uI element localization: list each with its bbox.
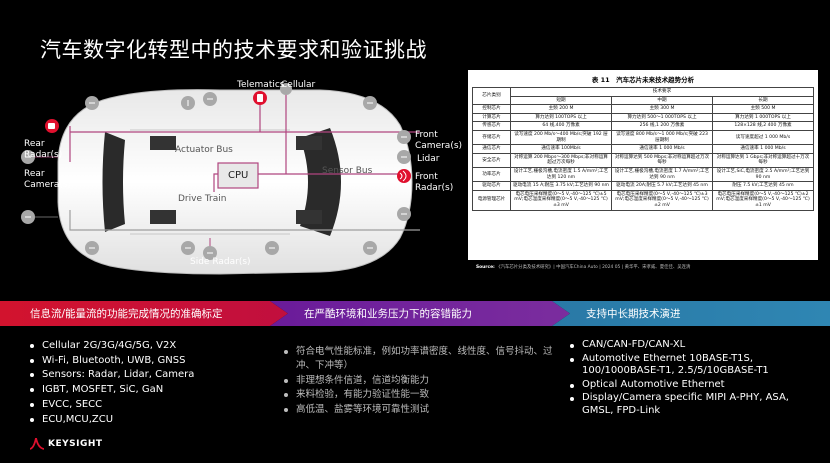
chip-trend-table-panel: 表 11 汽车芯片未来技术趋势分析 芯片类别 技术要求 短期 中期 长期 控制芯… — [468, 70, 818, 260]
rear-window — [102, 132, 125, 232]
source-label: Source: — [476, 265, 495, 270]
front-windshield — [300, 128, 341, 236]
list-item: CAN/CAN-FD/CAN-XL — [570, 339, 820, 352]
actuator-bus-label: Actuator Bus — [175, 145, 233, 155]
col-header-group: 技术要求 — [510, 87, 814, 97]
table-row: 功率芯片设计工艺,栅极沟槽,电流密度 1.5 A/mm²;工艺达到 120 nm… — [472, 166, 814, 183]
keysight-wave-icon — [30, 438, 44, 450]
list-test-requirements: 符合电气性能标准，例如功率谱密度、线性度、信号抖动、过冲、下冲等） 非理想条件信… — [284, 345, 554, 417]
list-item: Automotive Ethernet 10BASE-T1S, 100/1000… — [570, 353, 820, 378]
logo-text: KEYSIGHT — [48, 439, 103, 449]
cpu-box — [217, 162, 259, 189]
lidar-label: Lidar — [417, 154, 440, 164]
list-item: 高低温、盐雾等环境可靠性测试 — [284, 403, 554, 417]
cpu-label: CPU — [228, 170, 249, 181]
list-item: 符合电气性能标准，例如功率谱密度、线性度、信号抖动、过冲、下冲等） — [284, 345, 554, 374]
wheel-rear-left — [150, 136, 176, 150]
band-evolution: 支持中长期技术演进 — [552, 301, 830, 326]
table-row: 电源管理芯片电芯电压采样精度(0～5 V,-40～125 ℃)±5 mV;电芯温… — [472, 189, 814, 211]
front-camera-label: Front Camera(s) — [415, 130, 463, 151]
col-header-type: 芯片类别 — [472, 86, 511, 106]
col-header-short: 短期 — [510, 95, 612, 106]
front-radar-icon — [397, 169, 411, 183]
table-source: Source: 《汽车芯片分类及技术研究》| 中国汽车China Auto | … — [476, 264, 690, 270]
list-item: Optical Automotive Ethernet — [570, 379, 820, 392]
table-title: 表 11 汽车芯片未来技术趋势分析 — [591, 76, 695, 84]
slide-title: 汽车数字化转型中的技术要求和验证挑战 — [40, 38, 427, 62]
band-calibration: 信息流/能量流的功能完成情况的准确标定 — [0, 301, 288, 326]
vehicle-architecture-diagram: Telematics Cellular Rear Radar(s) Rear C… — [0, 70, 470, 295]
actuator-bus-line — [69, 126, 420, 162]
list-item: ECU,MCU,ZCU — [30, 413, 194, 428]
sensor-bus-label: Sensor Bus — [322, 166, 373, 176]
table-row: 安全芯片对称运算 200 Mbps～300 Mbps;非对称运算超过万次每秒对称… — [472, 152, 814, 168]
keysight-logo: KEYSIGHT — [30, 438, 103, 450]
list-item: EVCC, SECC — [30, 398, 194, 413]
list-item: 非理想条件信道，信道均衡能力 — [284, 374, 554, 388]
list-item: Sensors: Radar, Lidar, Camera — [30, 368, 194, 383]
cellular-label: Cellular — [281, 80, 316, 90]
telematics-label: Telematics — [237, 80, 285, 90]
list-item: Wi-Fi, Bluetooth, UWB, GNSS — [30, 354, 194, 369]
list-item: IGBT, MOSFET, SiC, GaN — [30, 383, 194, 398]
band-evolution-text: 支持中长期技术演进 — [586, 308, 681, 320]
col-header-long: 长期 — [712, 95, 814, 106]
table-row: 存储芯片读写速度 200 Mb/s～400 Mb/s;突破 192 层期制读写速… — [472, 129, 814, 146]
band-fault-tolerance-text: 在严酷环境和业务压力下的容错能力 — [304, 308, 472, 320]
list-item: Cellular 2G/3G/4G/5G, V2X — [30, 339, 194, 354]
car-diagram-svg — [21, 83, 420, 275]
list-item: Display/Camera specific MIPI A-PHY, ASA,… — [570, 392, 820, 417]
wheel-rear-right — [150, 210, 176, 224]
band-fault-tolerance: 在严酷环境和业务压力下的容错能力 — [270, 301, 570, 326]
sensor-bus-line — [213, 173, 404, 192]
col-header-mid: 中期 — [611, 95, 713, 106]
list-technologies: Cellular 2G/3G/4G/5G, V2X Wi-Fi, Bluetoo… — [30, 339, 194, 427]
table-row: 计算芯片算力达到 100TOPS 以上算力达到 500～1 000TOPS 以上… — [472, 112, 814, 123]
list-item: 来料检验，有能力验证性能一致 — [284, 388, 554, 402]
front-radar-label: Front Radar(s) — [415, 172, 454, 193]
wheel-front-right — [296, 210, 322, 224]
rear-radar-label: Rear Radar(s) — [24, 139, 63, 160]
rear-camera-label: Rear Camera(s) — [24, 169, 72, 190]
cellular-icon — [280, 83, 292, 95]
drive-train-line — [69, 210, 420, 231]
list-standards: CAN/CAN-FD/CAN-XL Automotive Ethernet 10… — [570, 339, 820, 419]
drive-train-label: Drive Train — [178, 194, 227, 204]
source-text: 《汽车芯片分类及技术研究》| 中国汽车China Auto | 2024 05 … — [496, 265, 691, 270]
band-calibration-text: 信息流/能量流的功能完成情况的准确标定 — [30, 308, 223, 320]
wheel-front-left — [296, 136, 322, 150]
side-radar-label: Side Radar(s) — [190, 257, 251, 267]
